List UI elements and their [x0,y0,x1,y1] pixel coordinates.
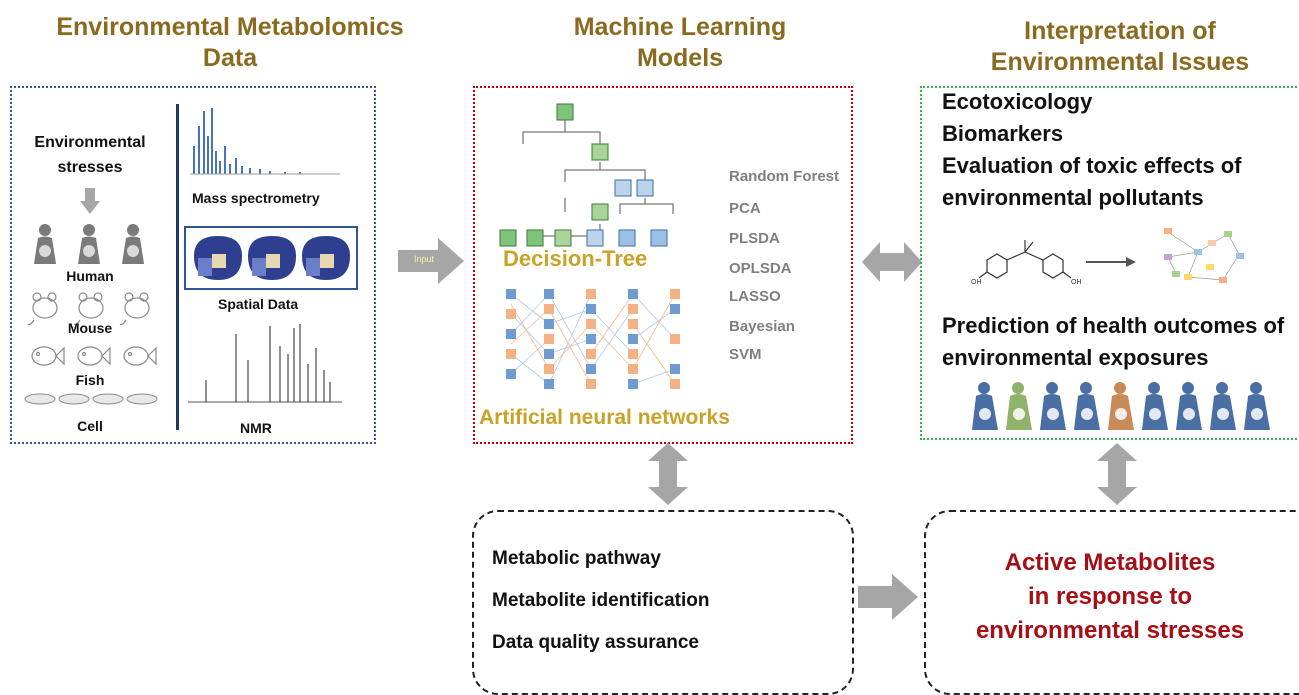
nmr-spectrum-chart [188,324,342,403]
method-pca: PCA [729,200,761,217]
neural-network-graphic [506,289,680,389]
title-interpretation: Interpretation of Environmental Issues [960,16,1280,78]
bidirectional-arrow-horizontal-icon [862,242,922,282]
title-data: Environmental Metabolomics Data [30,12,430,74]
title-models-line1: Machine Learning [573,13,787,41]
input-arrow-icon [398,238,464,284]
data-quality-label: Data quality assurance [492,632,699,653]
env-stresses-label: Environmental stresses [26,130,154,180]
svg-text:OH: OH [971,279,982,286]
bisphenol-molecule-icon: OH OH [971,240,1082,286]
title-data-line2: Data [202,44,258,72]
input-arrow-label: Input [413,254,435,264]
organism-mouse: Mouse [67,320,113,336]
cell-dish-icon [24,393,158,405]
spatial-images [194,236,350,280]
decision-tree-graphic [499,103,674,247]
pregnant-figures-icon [972,382,1270,430]
metabolite-identification-label: Metabolite identification [492,590,710,611]
bidirectional-arrow-vertical-left-icon [648,443,688,505]
interp-toxic-effects: Evaluation of toxic effects of [942,153,1242,178]
method-svm: SVM [729,346,762,363]
active-metabolites-line2: in response to [1027,583,1193,610]
metabolic-network-icon [1164,228,1244,283]
interp-prediction-line2: environmental exposures [942,345,1209,370]
interpretation-panel [920,86,1299,440]
title-data-line1: Environmental Metabolomics [56,13,404,41]
env-stresses-line1: Environmental [34,134,146,151]
mass-spectrum-chart [190,108,340,175]
bidirectional-arrow-vertical-right-icon [1097,443,1137,505]
right-arrow-icon [1086,257,1136,267]
title-interp-line2: Environmental Issues [990,48,1250,76]
models-panel: Decision-Tree Artifici [473,86,853,444]
active-metabolites-line3: environmental stresses [975,617,1245,644]
env-stresses-line2: stresses [57,159,123,176]
data-panel: Environmental stresses Human Mouse Fish [10,86,376,444]
organism-human: Human [66,268,114,284]
title-interp-line1: Interpretation of [1024,17,1216,45]
method-random-forest: Random Forest [729,168,840,185]
technique-spatial-data: Spatial Data [218,296,299,312]
technique-mass-spectrometry: Mass spectrometry [192,190,320,206]
method-plsda: PLSDA [729,230,780,247]
right-block-arrow-icon [858,574,918,620]
organism-fish: Fish [75,372,105,388]
title-models: Machine Learning Models [520,12,840,74]
spatial-data-frame [184,226,358,290]
technique-nmr: NMR [240,420,272,436]
ann-label: Artificial neural networks [479,406,730,429]
down-arrow-icon [80,188,100,214]
svg-text:OH: OH [1071,279,1082,286]
active-metabolites-line1: Active Metabolites [1004,549,1216,576]
fish-figures-icon [31,346,157,366]
interp-pollutants: environmental pollutants [942,185,1204,210]
title-models-line2: Models [636,44,724,72]
method-bayesian: Bayesian [729,318,795,335]
interp-biomarkers: Biomarkers [942,121,1064,146]
data-panel-divider [176,104,179,430]
decision-tree-label: Decision-Tree [503,246,648,271]
interp-prediction-line1: Prediction of health outcomes of [942,313,1285,338]
method-lasso: LASSO [729,288,781,305]
metabolic-pathway-label: Metabolic pathway [492,548,661,569]
organism-cell: Cell [77,418,103,434]
interp-ecotoxicology: Ecotoxicology [942,89,1093,114]
active-metabolites-text: Active Metabolites in response to enviro… [940,546,1280,648]
method-oplsda: OPLSDA [729,260,792,277]
mouse-figures-icon [27,292,150,326]
human-figures-icon [34,224,144,264]
